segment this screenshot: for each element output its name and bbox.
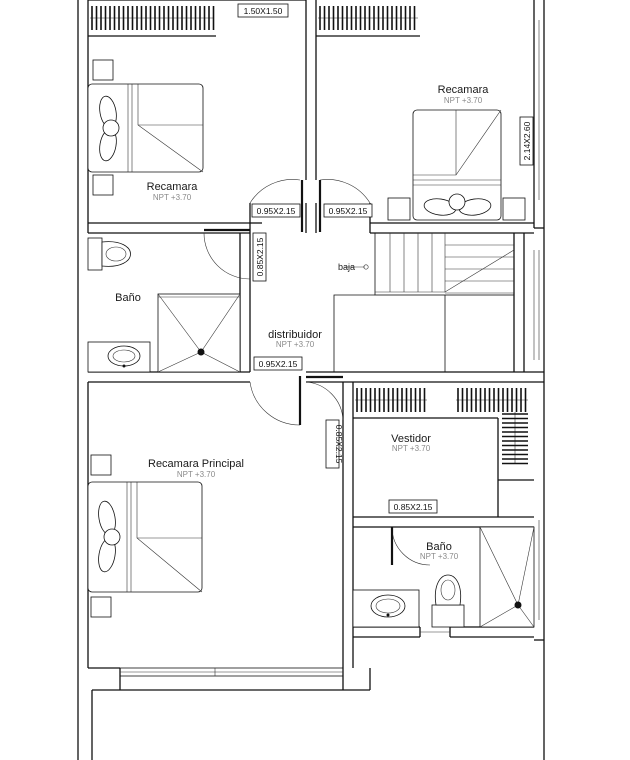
stair bbox=[333, 232, 515, 372]
dim-window-top: 1.50X1.50 bbox=[237, 3, 289, 18]
sink-icon bbox=[87, 341, 151, 373]
svg-text:0.85X2.15: 0.85X2.15 bbox=[255, 237, 265, 276]
stair-steps bbox=[389, 233, 514, 294]
shower-icon bbox=[479, 526, 535, 628]
stair-arrow-icon bbox=[345, 264, 369, 270]
bed-principal bbox=[87, 454, 203, 618]
dim-door-bano1: 0.85X2.15 bbox=[252, 232, 267, 282]
closet-vestidor-right bbox=[456, 388, 528, 412]
dim-door-vestidor: 0.85X2.15 bbox=[325, 419, 344, 469]
room-level-vestidor: NPT +3.70 bbox=[392, 444, 431, 453]
shower-icon bbox=[157, 293, 241, 373]
dim-door-rec2: 0.95X2.15 bbox=[323, 203, 373, 218]
toilet-icon bbox=[87, 237, 131, 271]
closet-top-right bbox=[318, 6, 418, 30]
pillow-icon bbox=[99, 95, 120, 162]
room-name-bano-1: Baño bbox=[115, 292, 141, 304]
bano-1-fixtures bbox=[87, 237, 241, 373]
closet-rods bbox=[90, 6, 528, 465]
dimension-labels: 1.50X1.50 2.14X2.60 0.95X2.15 0.95X2.15 … bbox=[237, 3, 534, 514]
svg-text:1.50X1.50: 1.50X1.50 bbox=[244, 6, 283, 16]
room-name-distribuidor: distribuidor bbox=[268, 329, 322, 341]
svg-text:0.95X2.15: 0.95X2.15 bbox=[257, 206, 296, 216]
bed-recamara-2 bbox=[387, 109, 526, 221]
room-name-recamara-1: Recamara bbox=[147, 181, 199, 193]
svg-text:2.14X2.60: 2.14X2.60 bbox=[522, 121, 532, 160]
svg-text:0.85X2.15: 0.85X2.15 bbox=[334, 425, 344, 464]
svg-text:0.95X2.15: 0.95X2.15 bbox=[329, 206, 368, 216]
room-level-recamara-2: NPT +3.70 bbox=[444, 96, 483, 105]
windows bbox=[119, 20, 540, 677]
exterior-walls bbox=[77, 0, 545, 760]
sink-icon bbox=[352, 589, 420, 628]
room-labels: Recamara NPT +3.70 Recamara NPT +3.70 Ba… bbox=[115, 84, 489, 561]
room-level-bano-2: NPT +3.70 bbox=[420, 552, 459, 561]
pillow-icon bbox=[423, 193, 492, 216]
svg-text:0.85X2.15: 0.85X2.15 bbox=[394, 502, 433, 512]
bano-2-fixtures bbox=[352, 526, 535, 628]
doors bbox=[203, 179, 431, 566]
bed-recamara-1 bbox=[87, 59, 204, 196]
dim-door-rec1: 0.95X2.15 bbox=[251, 203, 301, 218]
dim-door-bano2: 0.85X2.15 bbox=[388, 499, 438, 514]
room-level-recamara-1: NPT +3.70 bbox=[153, 193, 192, 202]
closet-top-left bbox=[90, 6, 215, 30]
dim-window-right: 2.14X2.60 bbox=[519, 116, 534, 166]
toilet-icon bbox=[431, 574, 465, 628]
dim-door-principal: 0.95X2.15 bbox=[253, 356, 303, 371]
closet-vestidor-vertical bbox=[502, 412, 528, 465]
stair-label: baja bbox=[338, 262, 355, 272]
svg-text:0.95X2.15: 0.95X2.15 bbox=[259, 359, 298, 369]
closet-vestidor-left bbox=[355, 388, 427, 412]
room-name-recamara-principal: Recamara Principal bbox=[148, 458, 244, 470]
room-level-recamara-principal: NPT +3.70 bbox=[177, 470, 216, 479]
room-level-distribuidor: NPT +3.70 bbox=[276, 340, 315, 349]
room-name-vestidor: Vestidor bbox=[391, 433, 431, 445]
room-name-bano-2: Baño bbox=[426, 541, 452, 553]
pillow-icon bbox=[98, 500, 121, 573]
room-name-recamara-2: Recamara bbox=[438, 84, 490, 96]
